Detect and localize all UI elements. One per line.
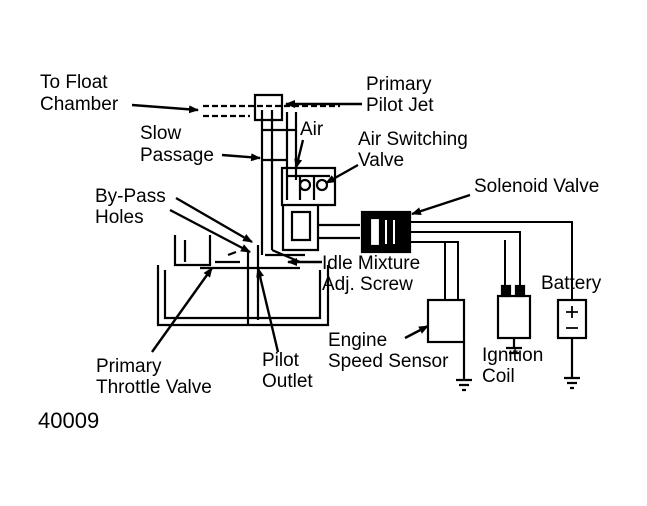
leader-arrows: [131, 100, 471, 353]
label-engine-speed-sensor-2: Speed Sensor: [328, 351, 449, 372]
label-ignition-coil-1: Ignition: [482, 345, 544, 366]
label-to-float-chamber-2: Chamber: [40, 94, 119, 115]
label-primary-throttle-valve-1: Primary: [96, 356, 162, 377]
label-slow-passage-2: Passage: [140, 145, 214, 166]
air-switching-valve-assembly: [265, 166, 360, 264]
label-by-pass-holes-2: Holes: [95, 207, 144, 228]
wiring: [410, 221, 573, 300]
label-pilot-outlet-1: Pilot: [262, 350, 299, 371]
label-pilot-outlet-2: Outlet: [262, 371, 313, 392]
carburetor-body: [156, 235, 330, 327]
label-air-switching-valve-2: Valve: [358, 150, 405, 171]
solenoid-valve: [360, 210, 412, 254]
label-primary-pilot-jet-2: Pilot Jet: [366, 95, 434, 116]
label-primary-pilot-jet-1: Primary: [366, 74, 432, 95]
label-idle-mixture-adj-screw-2: Adj. Screw: [322, 274, 413, 295]
engine-speed-sensor: [426, 298, 472, 392]
ignition-coil: [496, 284, 532, 355]
label-solenoid-valve: Solenoid Valve: [474, 176, 600, 197]
figure-number: 40009: [38, 408, 100, 433]
label-air: Air: [300, 119, 324, 140]
label-idle-mixture-adj-screw-1: Idle Mixture: [322, 253, 421, 274]
label-air-switching-valve-1: Air Switching: [358, 129, 468, 150]
label-primary-throttle-valve-2: Throttle Valve: [96, 377, 212, 398]
label-ignition-coil-2: Coil: [482, 366, 515, 387]
label-by-pass-holes-1: By-Pass: [95, 186, 166, 207]
battery: [556, 298, 588, 390]
label-to-float-chamber-1: To Float: [40, 72, 108, 93]
label-slow-passage-1: Slow: [140, 123, 182, 144]
label-engine-speed-sensor-1: Engine: [328, 330, 388, 351]
label-battery: Battery: [541, 273, 602, 294]
